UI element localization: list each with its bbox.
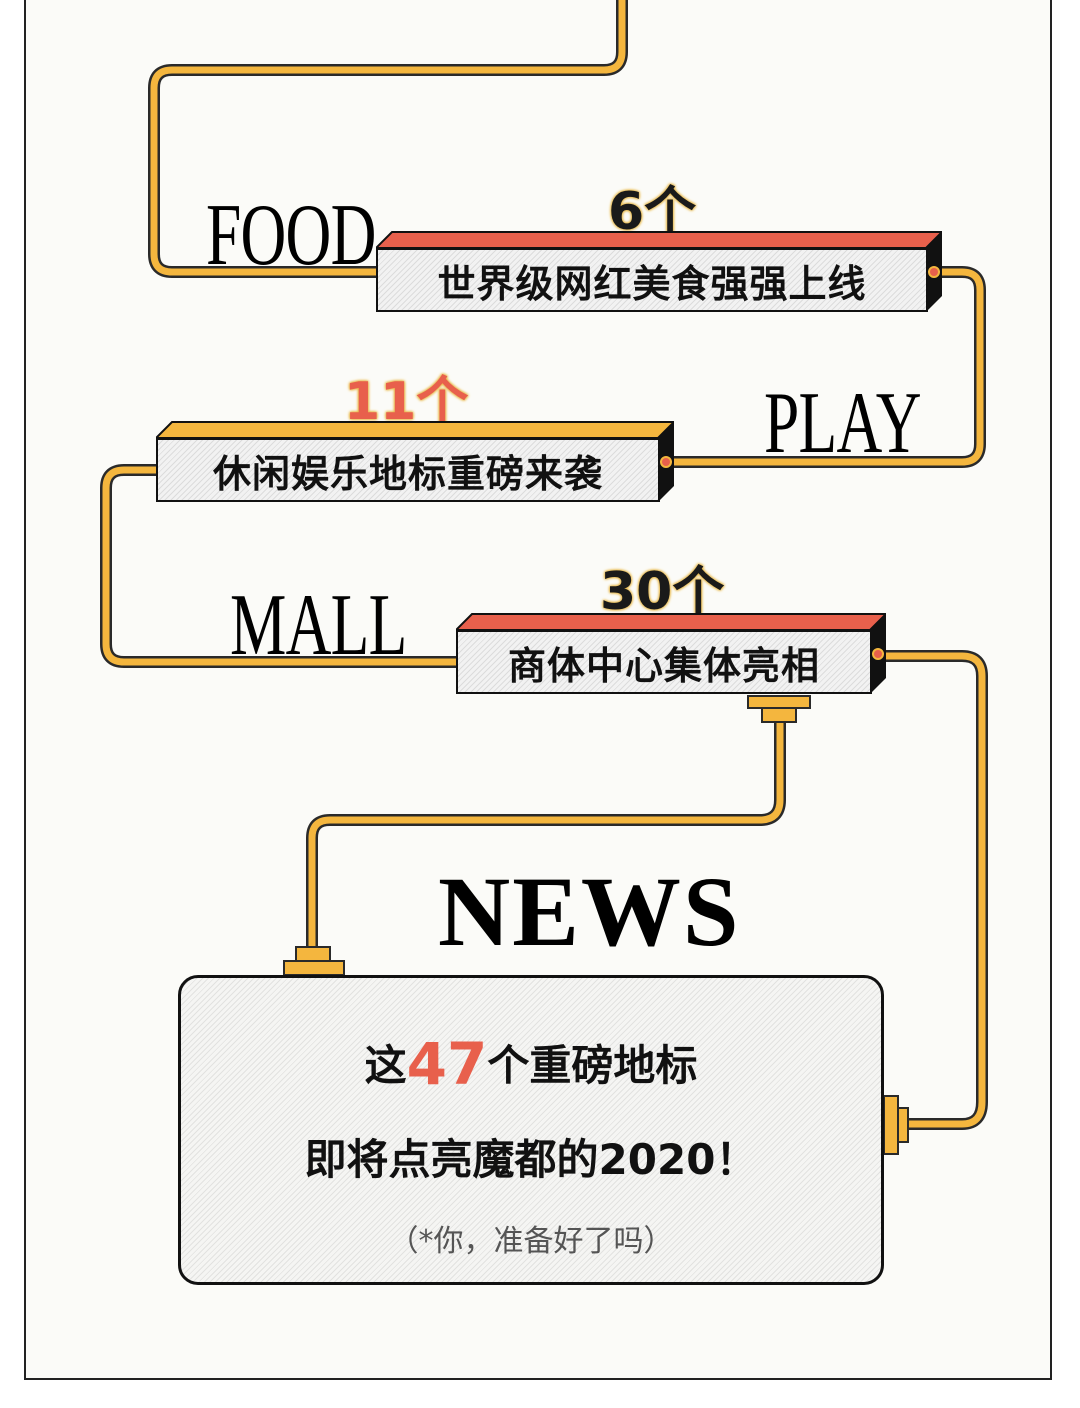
plug-card-right [883, 1095, 899, 1155]
title-mall: 商体中心集体亮相 [507, 643, 820, 688]
tag-play: PLAY [764, 375, 921, 472]
count-food: 6个 [608, 182, 697, 242]
box-play: 休闲娱乐地标重磅来袭 [156, 420, 674, 504]
news-line-1-post: 个重磅地标 [487, 1041, 698, 1090]
news-title: NEWS [438, 856, 741, 967]
news-number: 47 [406, 1030, 488, 1098]
news-line-1: 这47个重磅地标 [181, 1030, 881, 1098]
box-play-3d [156, 421, 674, 502]
wire-mall-to-card-right [874, 650, 988, 1130]
tag-food: FOOD [206, 187, 376, 284]
box-mall: 商体中心集体亮相 [456, 612, 886, 696]
tag-mall: MALL [230, 577, 407, 674]
news-line-1-pre: 这 [364, 1041, 407, 1090]
plug-mall-bottom [747, 695, 811, 709]
plug-card-top [283, 960, 345, 976]
title-food: 世界级网红美食强强上线 [437, 261, 867, 306]
count-play: 11个 [344, 372, 469, 432]
news-line-2: 即将点亮魔都的2020！ [304, 1135, 758, 1184]
count-mall: 30个 [600, 562, 725, 622]
news-card: 这47个重磅地标 即将点亮魔都的2020！ （*你，准备好了吗） [178, 975, 884, 1285]
news-line-3: （*你，准备好了吗） [388, 1224, 674, 1259]
box-food: 世界级网红美食强强上线 [376, 230, 942, 314]
title-play: 休闲娱乐地标重磅来袭 [212, 451, 603, 496]
